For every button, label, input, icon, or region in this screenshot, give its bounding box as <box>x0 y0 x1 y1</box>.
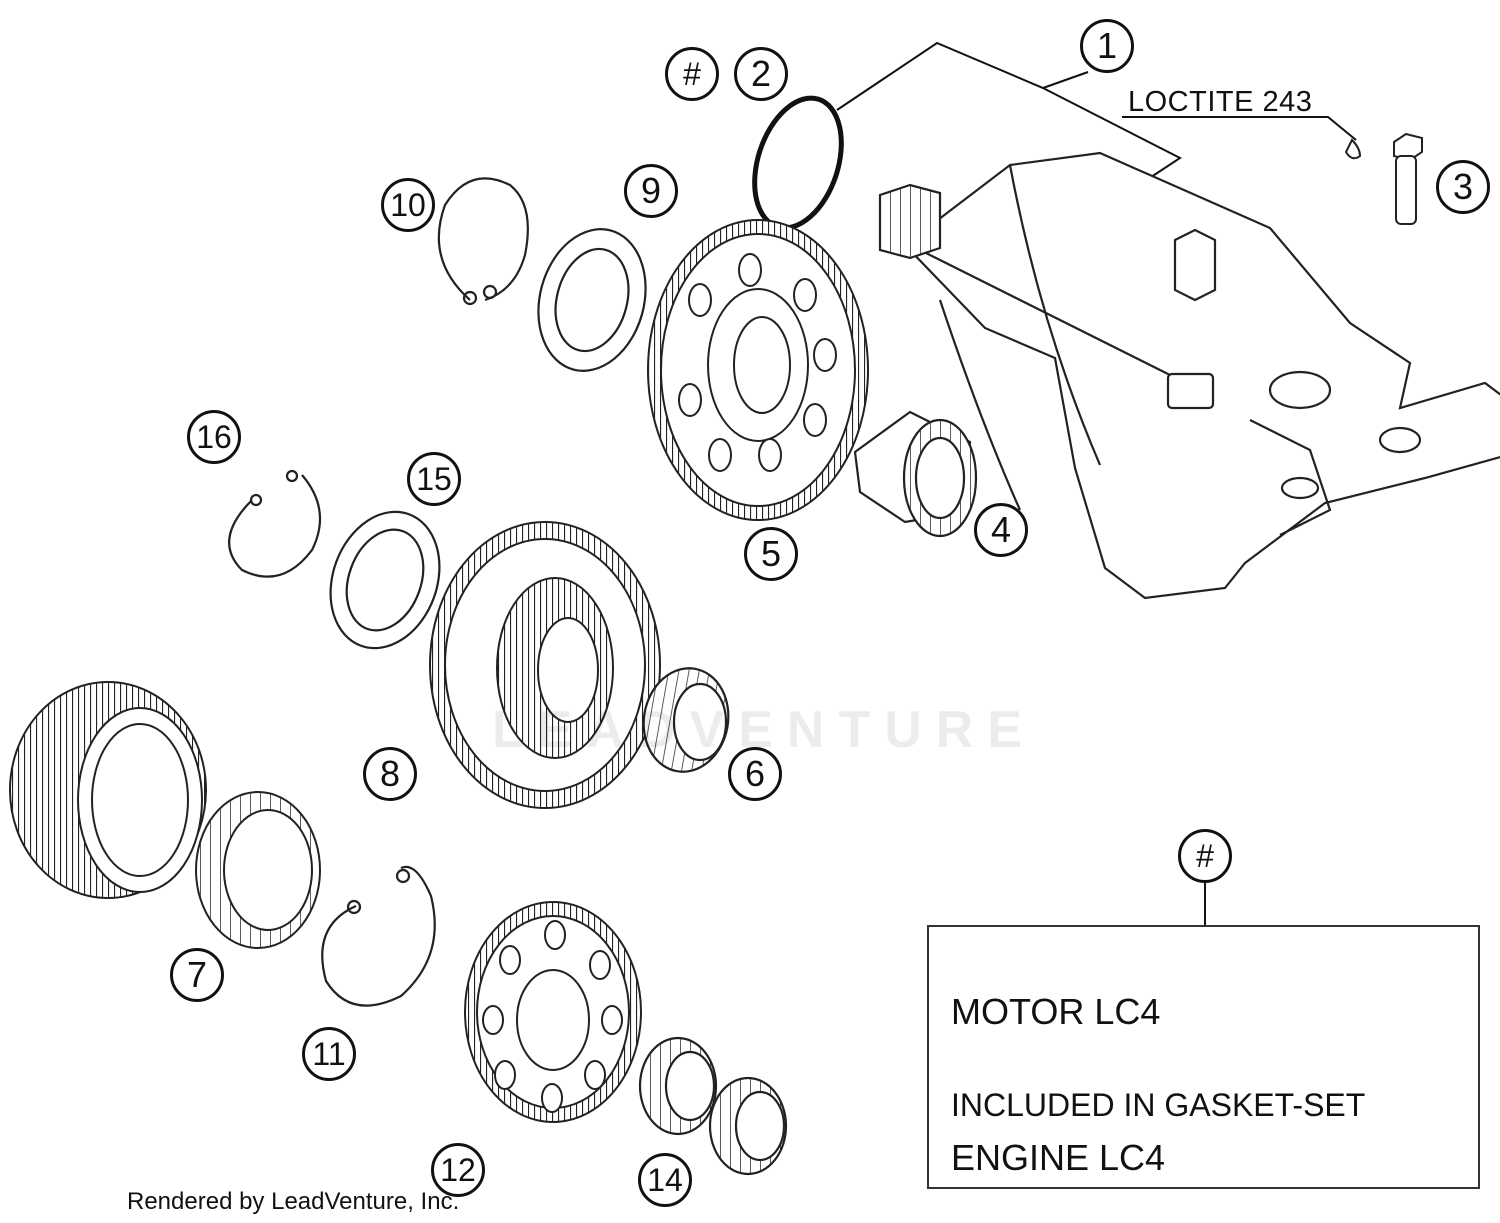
gear-5 <box>647 219 869 521</box>
callout-16: 16 <box>187 410 241 464</box>
callout-15: 15 <box>407 452 461 506</box>
callout-14: 14 <box>638 1153 692 1207</box>
callout-2: 2 <box>734 47 788 101</box>
bolt <box>1344 132 1423 225</box>
note-marker: # <box>1178 829 1232 883</box>
callout-10: 10 <box>381 178 435 232</box>
callout-9: 9 <box>624 164 678 218</box>
washer-9 <box>537 228 647 372</box>
washer-15 <box>329 510 441 650</box>
callout-8: 8 <box>363 747 417 801</box>
callout-hash: # <box>665 47 719 101</box>
note-box: MOTOR LC4 INCLUDED IN GASKET-SET ENGINE … <box>927 925 1480 1189</box>
note-line-motor: MOTOR LC4 <box>951 991 1161 1032</box>
callout-6: 6 <box>728 747 782 801</box>
gear-ring-left <box>9 681 207 899</box>
callout-4: 4 <box>974 503 1028 557</box>
circlip-16 <box>228 469 322 578</box>
note-line-engine: ENGINE LC4 <box>951 1137 1166 1178</box>
callout-1: 1 <box>1080 19 1134 73</box>
starter-motor <box>878 151 1500 600</box>
credit-text: Rendered by LeadVenture, Inc. <box>127 1188 460 1215</box>
needle-bearing-4 <box>853 410 978 538</box>
needle-bearing-6 <box>642 667 730 773</box>
callout-7: 7 <box>170 948 224 1002</box>
note-line-gasket-set: INCLUDED IN GASKET-SET <box>951 1087 1366 1123</box>
callout-11: 11 <box>302 1027 356 1081</box>
gear-12 <box>464 901 642 1123</box>
callout-3: 3 <box>1436 160 1490 214</box>
freewheel-7 <box>195 791 321 949</box>
gear-8 <box>429 521 661 809</box>
circlip-11 <box>321 865 436 1007</box>
callout-12: 12 <box>431 1143 485 1197</box>
circlip-10 <box>437 177 529 306</box>
needle-bearings-14 <box>638 1036 788 1176</box>
callout-5: 5 <box>744 527 798 581</box>
loctite-label: LOCTITE 243 <box>1128 86 1313 118</box>
